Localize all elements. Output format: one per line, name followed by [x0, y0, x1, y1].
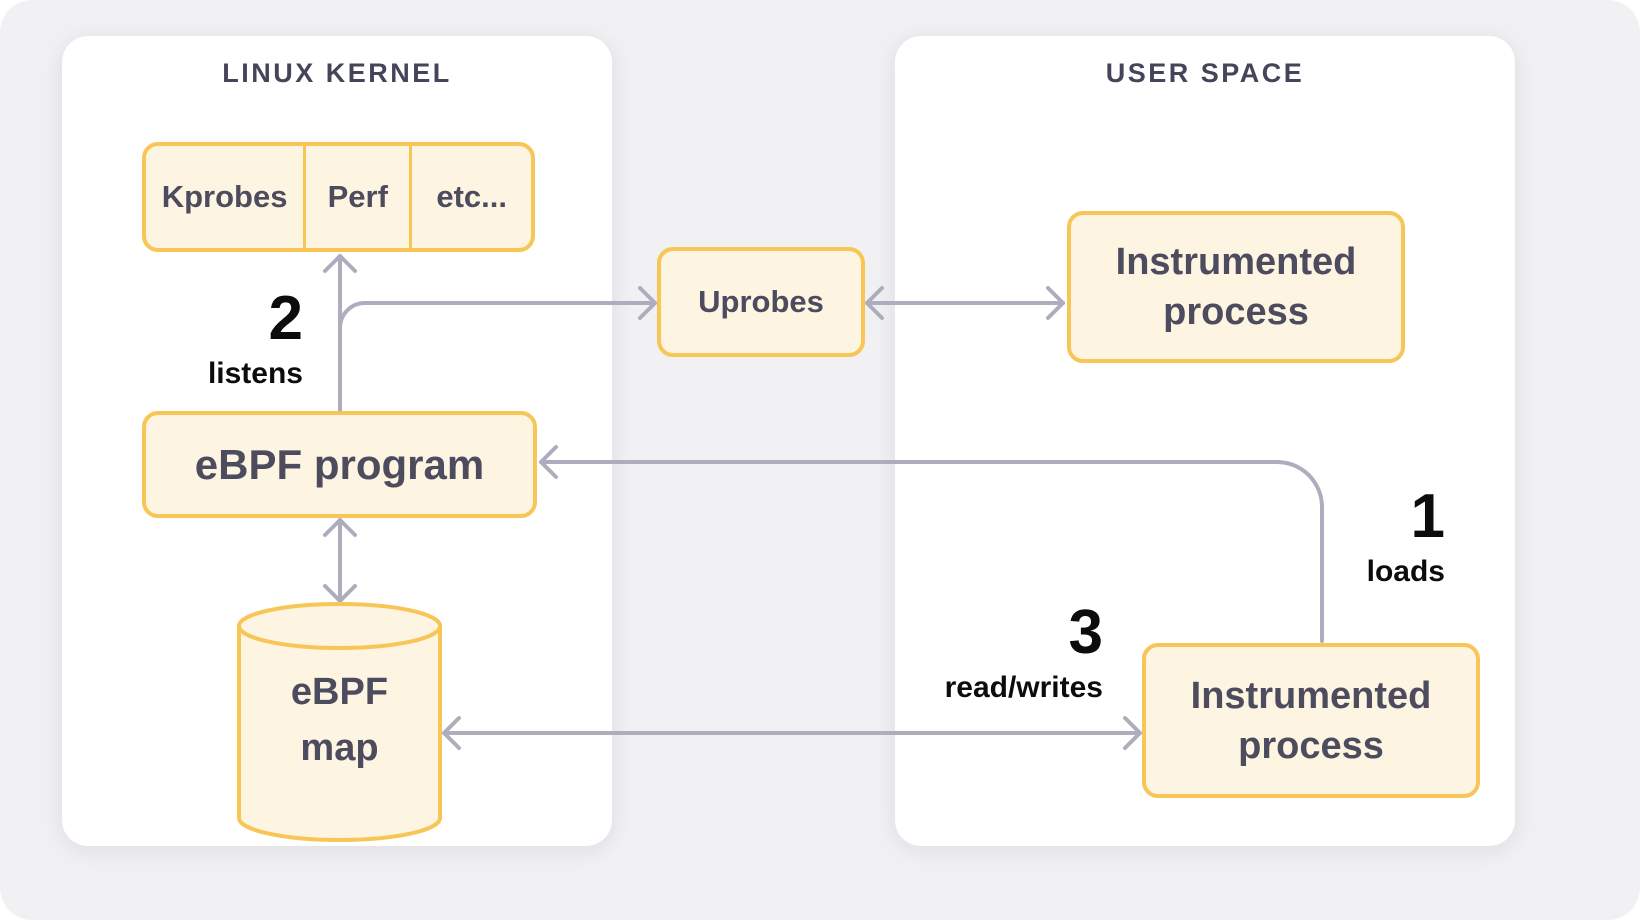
- step-3-caption: read/writes: [944, 671, 1103, 704]
- probes-cell-perf: Perf: [303, 146, 409, 248]
- arrow-program-map-icon: [323, 518, 357, 603]
- arrow-uprobes-process-icon: [865, 286, 1065, 320]
- arrow-to-uprobes-icon: [338, 286, 657, 330]
- step-2-number: 2: [268, 284, 303, 353]
- arrow-listens-up-icon: [323, 254, 357, 413]
- label-step-3: 3 read/writes: [903, 598, 1103, 705]
- ebpf-map-line2: map: [300, 727, 379, 769]
- step-2-caption: listens: [207, 357, 303, 390]
- ebpf-map-line1: eBPF: [290, 671, 389, 713]
- panel-title-linux-kernel: LINUX KERNEL: [222, 58, 452, 88]
- node-ebpf-program: eBPF program: [142, 411, 537, 518]
- ebpf-map-cylinder: [237, 602, 442, 842]
- node-instrumented-process-bottom: Instrumented process: [1142, 643, 1480, 798]
- node-ebpf-map-label: eBPF map: [237, 664, 442, 776]
- probes-cell-etc: etc...: [409, 146, 531, 248]
- arrow-loads-icon: [539, 445, 1324, 643]
- arrow-read-writes-icon: [442, 716, 1142, 750]
- label-step-2: 2 listens: [103, 284, 303, 391]
- label-step-1: 1 loads: [1245, 482, 1445, 589]
- node-kernel-probes: Kprobes Perf etc...: [142, 142, 535, 252]
- step-1-caption: loads: [1366, 555, 1445, 588]
- node-instrumented-process-top: Instrumented process: [1067, 211, 1405, 363]
- probes-cell-kprobes: Kprobes: [161, 179, 288, 214]
- node-uprobes: Uprobes: [657, 247, 865, 357]
- step-1-number: 1: [1410, 482, 1445, 551]
- step-3-number: 3: [1068, 598, 1103, 667]
- panel-title-user-space: USER SPACE: [1105, 58, 1305, 88]
